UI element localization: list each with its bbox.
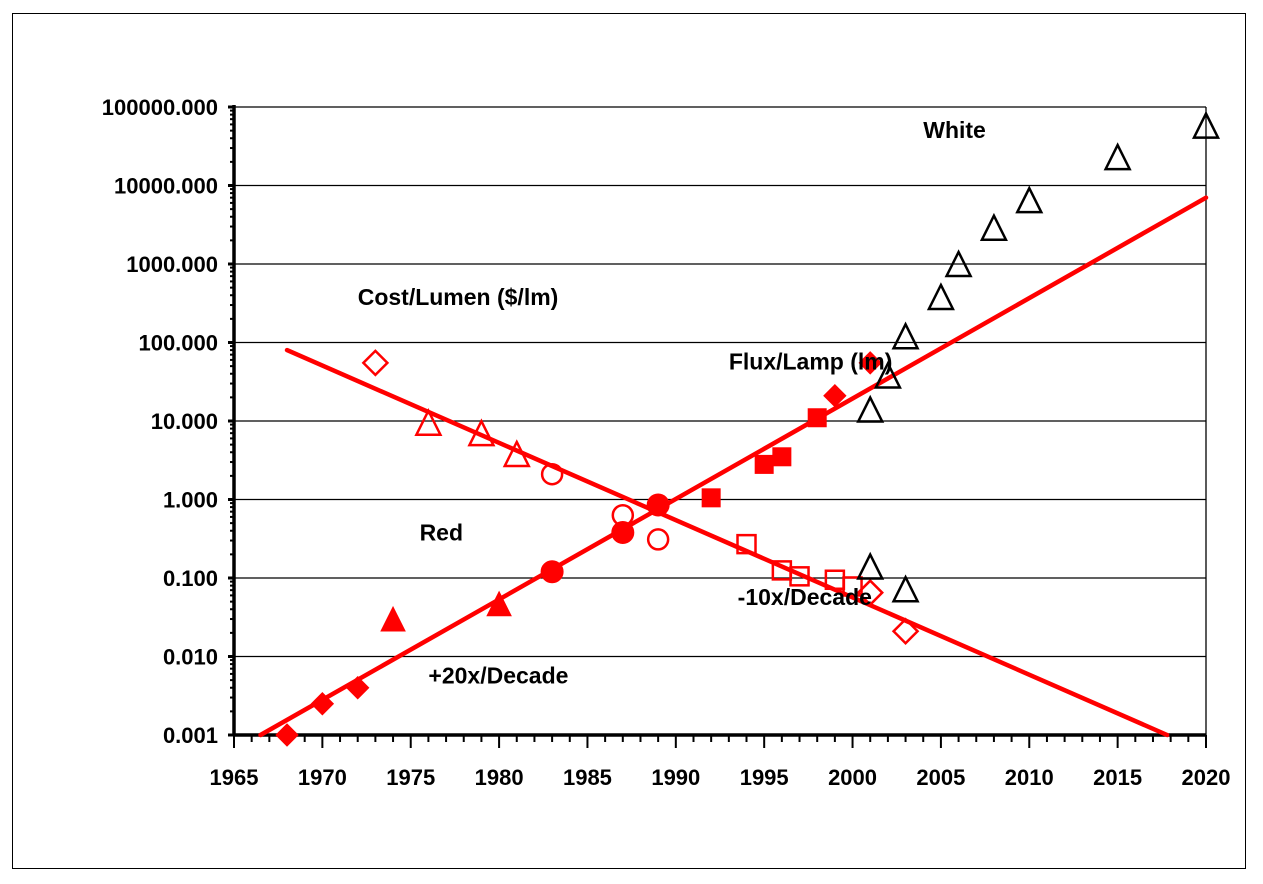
diamond-marker — [891, 617, 920, 645]
square-marker — [701, 488, 721, 508]
triangle-marker — [891, 574, 920, 603]
triangle-marker — [873, 360, 902, 389]
diamond-marker — [275, 723, 299, 747]
chart-annotation: White — [923, 117, 986, 143]
chart-annotation: +20x/Decade — [428, 663, 568, 689]
chart-frame — [12, 13, 1246, 869]
square-marker — [789, 566, 810, 587]
x-tick-label: 2000 — [828, 765, 877, 790]
chart-annotation: Red — [420, 520, 463, 546]
circle-marker — [540, 462, 564, 486]
x-tick-label: 1990 — [651, 765, 700, 790]
triangle-marker — [856, 394, 885, 423]
trendline — [258, 195, 1209, 738]
circle-marker — [611, 520, 635, 544]
triangle-marker — [944, 249, 973, 278]
x-tick-label: 2015 — [1093, 765, 1142, 790]
diamond-marker — [823, 383, 847, 408]
x-tick-label: 1985 — [563, 765, 612, 790]
diamond-marker — [310, 692, 335, 716]
triangle-marker — [502, 439, 531, 468]
chart-annotation: -10x/Decade — [738, 584, 872, 610]
grid-lines — [234, 106, 1207, 735]
x-tick-label: 1965 — [210, 765, 259, 790]
circle-marker — [646, 528, 670, 551]
y-tick-label: 100.000 — [138, 331, 218, 356]
x-tick-label: 2010 — [1005, 765, 1054, 790]
square-marker — [736, 533, 757, 555]
y-tick-label: 0.100 — [163, 566, 218, 591]
x-axis: 1965 1970 1975 1980 1985 1990 1995 2000 2005 2010… — [210, 733, 1231, 790]
triangle-marker — [1015, 185, 1044, 214]
square-marker — [842, 576, 863, 597]
x-tick-label: 2020 — [1182, 765, 1231, 790]
y-tick-label: 10.000 — [151, 409, 218, 434]
x-tick-label: 1970 — [298, 765, 347, 790]
triangle-marker — [1103, 142, 1132, 171]
circle-marker — [540, 560, 564, 584]
y-tick-label: 1000.000 — [126, 252, 218, 277]
trendlines — [258, 195, 1209, 738]
data-points — [275, 110, 1221, 747]
y-axis: 0.001 0.010 0.100 1.000 10.000 100.000 1000.00… — [102, 95, 236, 748]
triangle-marker — [467, 418, 496, 447]
y-tick-label: 0.001 — [163, 723, 218, 748]
y-tick-label: 0.010 — [163, 645, 218, 670]
triangle-marker — [856, 551, 885, 580]
x-tick-label: 2005 — [916, 765, 965, 790]
triangle-marker — [891, 321, 920, 350]
circle-marker — [646, 493, 670, 517]
square-marker — [772, 447, 792, 467]
x-tick-label: 1995 — [740, 765, 789, 790]
triangle-marker — [486, 590, 512, 617]
triangle-marker — [979, 212, 1008, 241]
chart-annotation: Cost/Lumen ($/lm) — [358, 284, 559, 310]
square-marker — [754, 454, 774, 474]
triangle-marker — [1191, 110, 1221, 139]
triangle-marker — [380, 605, 406, 632]
diamond-marker — [858, 351, 882, 375]
y-tick-label: 10000.000 — [114, 174, 218, 199]
x-tick-label: 1975 — [386, 765, 435, 790]
circle-marker — [611, 504, 635, 527]
triangle-marker — [414, 407, 443, 436]
x-tick-label: 1980 — [475, 765, 524, 790]
diamond-marker — [361, 349, 390, 377]
y-tick-label: 100000.000 — [102, 95, 218, 120]
diamond-marker — [346, 676, 370, 700]
trendline — [284, 347, 1170, 738]
square-marker — [807, 408, 827, 428]
triangle-marker — [926, 282, 955, 311]
chart-annotation: Flux/Lamp (lm) — [729, 349, 893, 375]
y-tick-label: 1.000 — [163, 488, 218, 513]
